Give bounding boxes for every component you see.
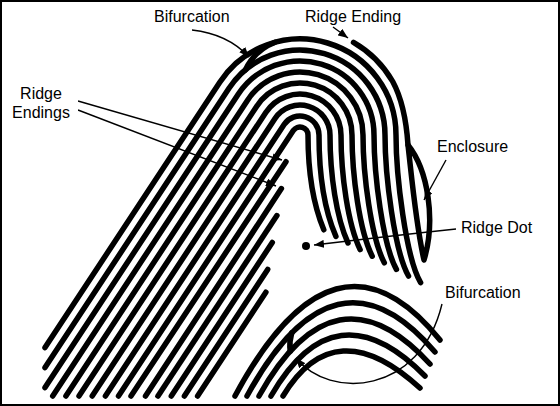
callout-label: Enclosure [436, 137, 509, 156]
ridges [45, 39, 440, 396]
callout-label: Ridge Ending [304, 7, 402, 26]
callout-label: Bifurcation [444, 283, 522, 302]
callout-label: Ridge Dot [460, 218, 533, 237]
callout-label: Ridge Endings [4, 84, 78, 122]
callout-label: Bifurcation [153, 7, 231, 26]
leader-lines [78, 27, 456, 383]
